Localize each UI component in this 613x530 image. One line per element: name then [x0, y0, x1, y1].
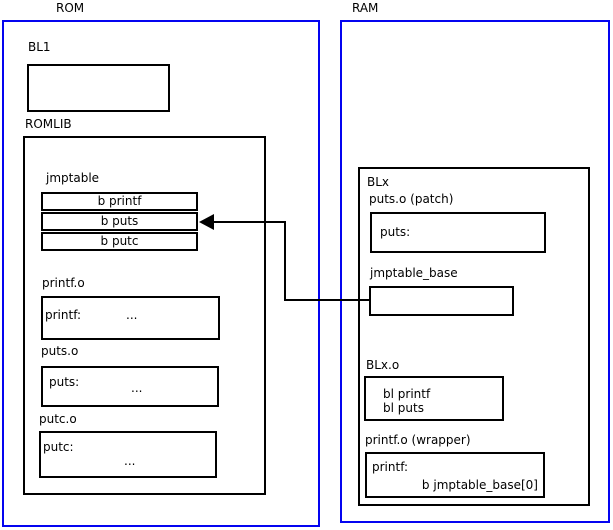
jmptable-row-putc: b putc	[41, 232, 198, 251]
ram-title: RAM	[352, 1, 379, 15]
jmptable-row-printf: b printf	[41, 192, 198, 211]
printf-o-box: printf: ...	[41, 296, 220, 340]
puts-patch-label: puts.o (patch)	[369, 192, 454, 206]
puts-o-label: puts.o	[41, 344, 79, 358]
printf-o-label: printf.o	[42, 276, 85, 290]
jmptable-base-label: jmptable_base	[370, 266, 458, 280]
blx-o-label: BLx.o	[366, 358, 400, 372]
printf-body-ellipsis: ...	[126, 308, 138, 322]
jmptable-base-box	[369, 286, 514, 316]
blx-o-box: bl printf bl puts	[364, 376, 504, 421]
puts-patch-box: puts:	[370, 212, 546, 253]
puts-symbol: puts:	[49, 375, 80, 389]
putc-o-box: putc: ...	[39, 431, 217, 478]
bl1-label: BL1	[28, 40, 51, 54]
rom-title: ROM	[56, 1, 85, 15]
printf-symbol: printf:	[45, 308, 82, 322]
printf-wrapper-box: printf: b jmptable_base[0]	[365, 452, 545, 498]
jmptable-row-puts: b puts	[41, 212, 198, 231]
puts-o-box: puts: ...	[41, 366, 219, 407]
blx-label: BLx	[367, 175, 390, 189]
printf-wrapper-label: printf.o (wrapper)	[365, 433, 471, 447]
blx-o-line-1: bl printf	[383, 387, 431, 401]
printf-wrapper-instruction: b jmptable_base[0]	[421, 478, 538, 492]
putc-symbol: putc:	[43, 440, 74, 454]
bl1-box	[27, 64, 170, 112]
puts-patch-symbol: puts:	[380, 225, 411, 239]
romlib-label: ROMLIB	[25, 117, 72, 131]
blx-o-line-2: bl puts	[383, 401, 424, 415]
printf-wrapper-symbol: printf:	[372, 460, 409, 474]
jmptable-label: jmptable	[46, 171, 100, 185]
puts-body-ellipsis: ...	[131, 381, 143, 395]
putc-o-label: putc.o	[39, 412, 77, 426]
putc-body-ellipsis: ...	[124, 454, 136, 468]
